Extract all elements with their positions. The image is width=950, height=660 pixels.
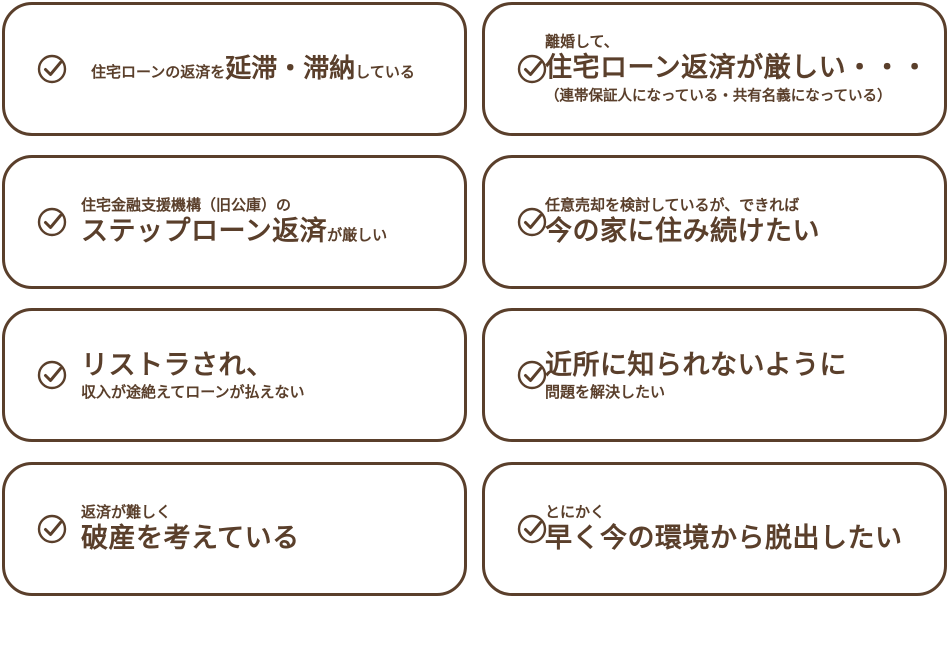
check-circle-icon	[37, 54, 67, 84]
card-text-small: 住宅ローンの返済を	[91, 62, 226, 81]
card-text-emphasis: 延滞・滞納	[225, 53, 356, 84]
card-restructuring: リストラされ、 収入が途絶えてローンが払えない	[2, 308, 467, 442]
card-text: リストラされ、 収入が途絶えてローンが払えない	[81, 349, 454, 402]
card-escape: とにかく 早く今の環境から脱出したい	[482, 462, 947, 596]
card-line-sub: 問題を解決したい	[545, 382, 666, 401]
check-circle-icon	[37, 514, 67, 544]
card-text: 任意売却を検討しているが、できれば 今の家に住み続けたい	[545, 196, 934, 249]
card-line-top: 住宅金融支援機構（旧公庫）の	[81, 195, 292, 214]
card-text-small: している	[355, 62, 415, 81]
check-circle-icon	[37, 360, 67, 390]
card-line-suffix: が厳しい	[327, 225, 388, 244]
card-grid: 住宅ローンの返済を延滞・滞納している 離婚して、 住宅ローン返済が厳しい・・・ …	[2, 2, 947, 596]
check-circle-icon	[517, 207, 547, 237]
card-neighbors: 近所に知られないように 問題を解決したい	[482, 308, 947, 442]
card-line-main: リストラされ、	[81, 349, 274, 381]
card-divorce: 離婚して、 住宅ローン返済が厳しい・・・ （連帯保証人になっている・共有名義にな…	[482, 2, 947, 136]
card-step-loan: 住宅金融支援機構（旧公庫）の ステップローン返済が厳しい	[2, 155, 467, 289]
card-text: 近所に知られないように 問題を解決したい	[545, 349, 934, 402]
card-line-main: 破産を考えている	[81, 522, 300, 554]
card-line-sub: 収入が途絶えてローンが払えない	[81, 382, 305, 401]
card-line-main: 近所に知られないように	[545, 349, 847, 381]
card-line-main: 今の家に住み続けたい	[545, 215, 820, 247]
card-line-main: ステップローン返済	[81, 215, 328, 247]
card-line-main-wrap: ステップローン返済が厳しい	[81, 215, 454, 249]
card-text: 住宅ローンの返済を延滞・滞納している	[91, 53, 454, 86]
check-circle-icon	[37, 207, 67, 237]
card-text: 離婚して、 住宅ローン返済が厳しい・・・ （連帯保証人になっている・共有名義にな…	[545, 33, 934, 106]
card-line-note: （連帯保証人になっている・共有名義になっている）	[545, 88, 892, 105]
check-circle-icon	[517, 514, 547, 544]
card-line-top: 任意売却を検討しているが、できれば	[545, 195, 800, 214]
card-bankruptcy: 返済が難しく 破産を考えている	[2, 462, 467, 596]
card-line-top: 返済が難しく	[81, 502, 172, 521]
card-line-main: 早く今の環境から脱出したい	[545, 522, 903, 554]
card-line-main: 住宅ローン返済が厳しい・・・	[545, 52, 929, 84]
card-text: 返済が難しく 破産を考えている	[81, 503, 454, 556]
card-stay-home: 任意売却を検討しているが、できれば 今の家に住み続けたい	[482, 155, 947, 289]
check-circle-icon	[517, 360, 547, 390]
card-loan-delinquency: 住宅ローンの返済を延滞・滞納している	[2, 2, 467, 136]
card-line: 住宅ローンの返済を延滞・滞納している	[91, 53, 454, 86]
card-line-top: とにかく	[545, 502, 606, 521]
check-circle-icon	[517, 54, 547, 84]
card-line-top: 離婚して、	[545, 32, 619, 51]
card-text: とにかく 早く今の環境から脱出したい	[545, 503, 934, 556]
card-text: 住宅金融支援機構（旧公庫）の ステップローン返済が厳しい	[81, 196, 454, 249]
